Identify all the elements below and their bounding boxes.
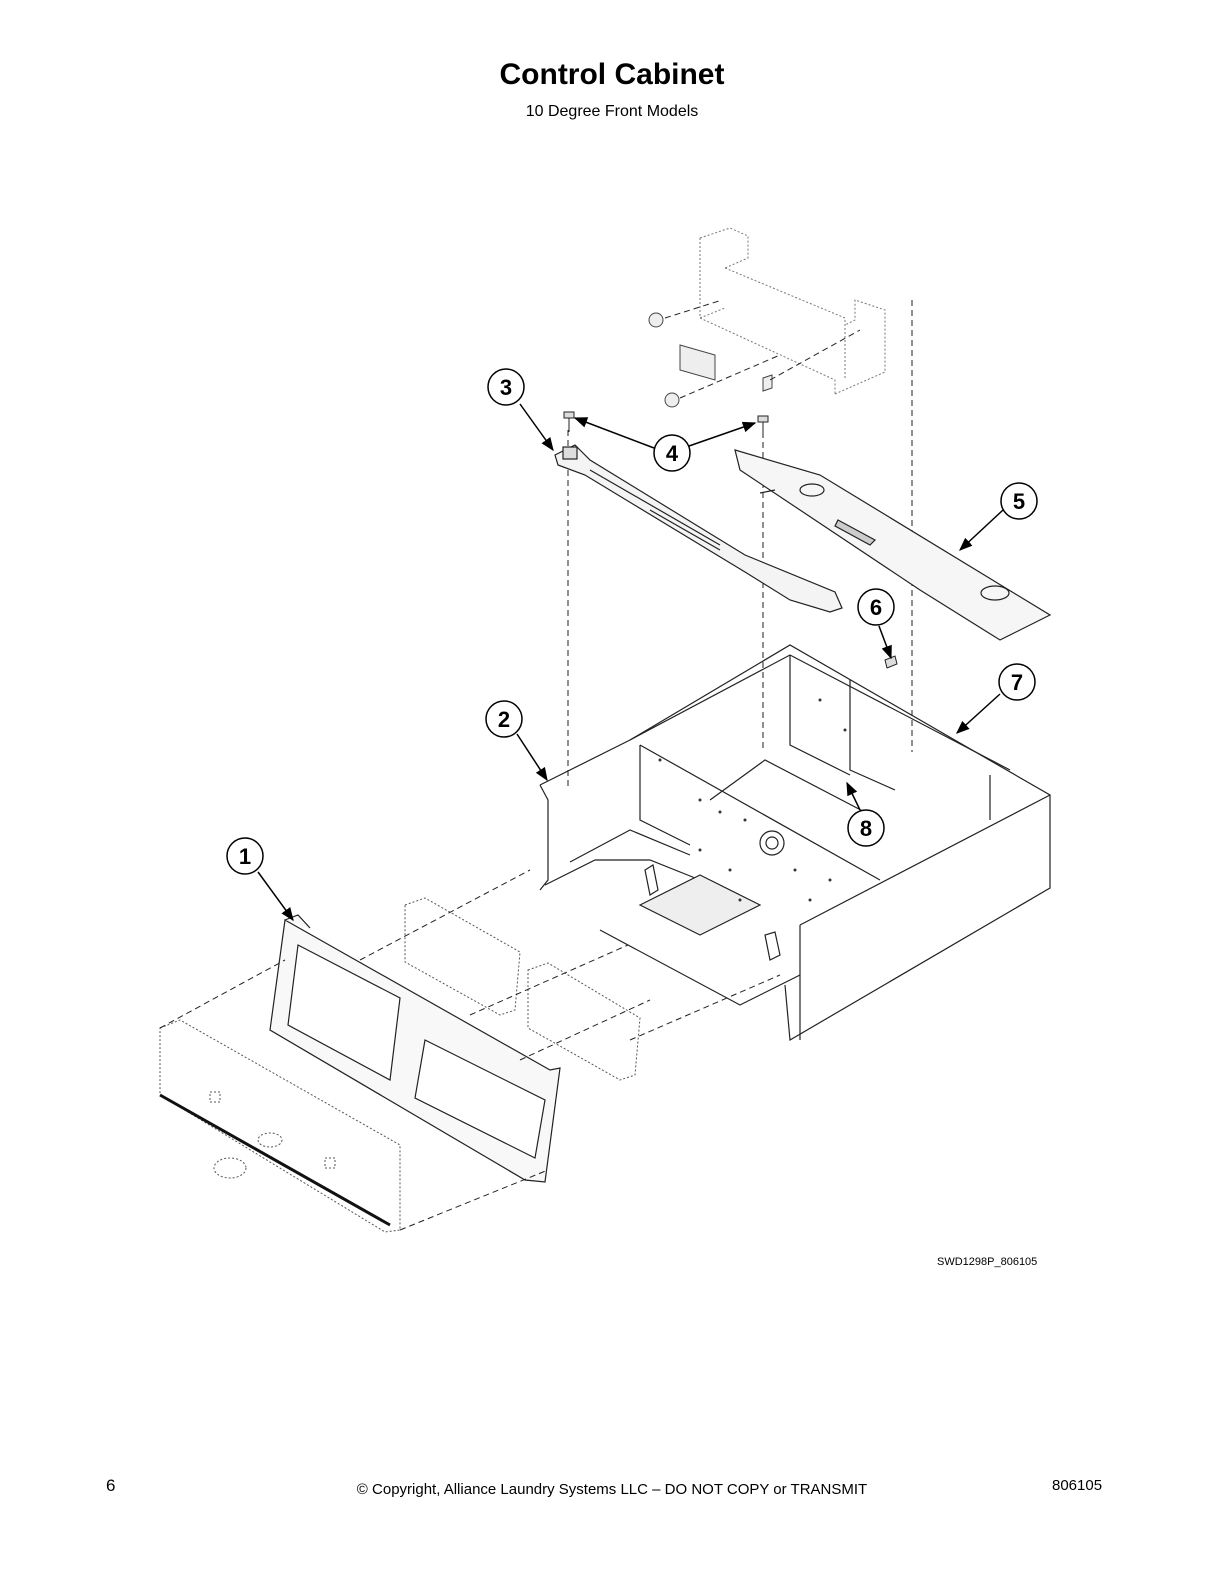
screw-parts [563,411,769,434]
page-title: Control Cabinet [499,58,725,91]
callout-7-label: 7 [1011,670,1023,695]
callout-1-label: 1 [239,844,251,869]
callout-4-arrow-b [688,421,757,447]
callout-8-label: 8 [860,816,872,841]
callout-4-arrow-a [573,417,655,449]
callout-1-arrow [257,871,294,922]
reference-bracket [699,227,886,395]
front-panel-cover [159,1019,401,1233]
callout-3-arrow [519,403,554,452]
callout-3-label: 3 [500,375,512,400]
callout-6-arrow [878,625,892,660]
callout-2: 2 [485,700,523,738]
callout-2-arrow [516,733,548,782]
callout-3: 3 [487,368,525,406]
callout-6: 6 [857,588,895,626]
callout-7-arrow [956,693,1001,734]
bracket-rail [554,444,843,613]
assembly-leaders [159,869,781,1231]
panel-trim-strip [159,1093,391,1227]
callout-7: 7 [998,663,1036,701]
reference-hardware [648,312,773,408]
page-subtitle: 10 Degree Front Models [525,103,699,120]
page-number: 6 [106,1476,116,1495]
callout-2-label: 2 [498,707,510,732]
cabinet-box [539,644,1051,1041]
callout-6-label: 6 [870,595,882,620]
document-number: 806105 [1052,1477,1103,1494]
front-frame [269,914,561,1183]
callout-5-arrow [959,509,1004,551]
cabinet-holes [658,698,847,902]
callout-1: 1 [226,837,264,875]
drawing-id: SWD1298P_806105 [937,1256,1038,1268]
control-boards [404,897,641,1081]
callout-arrows [257,403,1004,922]
callout-8-arrow [846,781,861,811]
callout-5: 5 [1000,482,1038,520]
callout-8: 8 [847,809,885,847]
copyright-notice: © Copyright, Alliance Laundry Systems LL… [356,1481,868,1498]
top-panel [734,449,1052,641]
callout-4-label: 4 [666,441,679,466]
callout-4: 4 [653,434,691,472]
callout-5-label: 5 [1013,489,1025,514]
